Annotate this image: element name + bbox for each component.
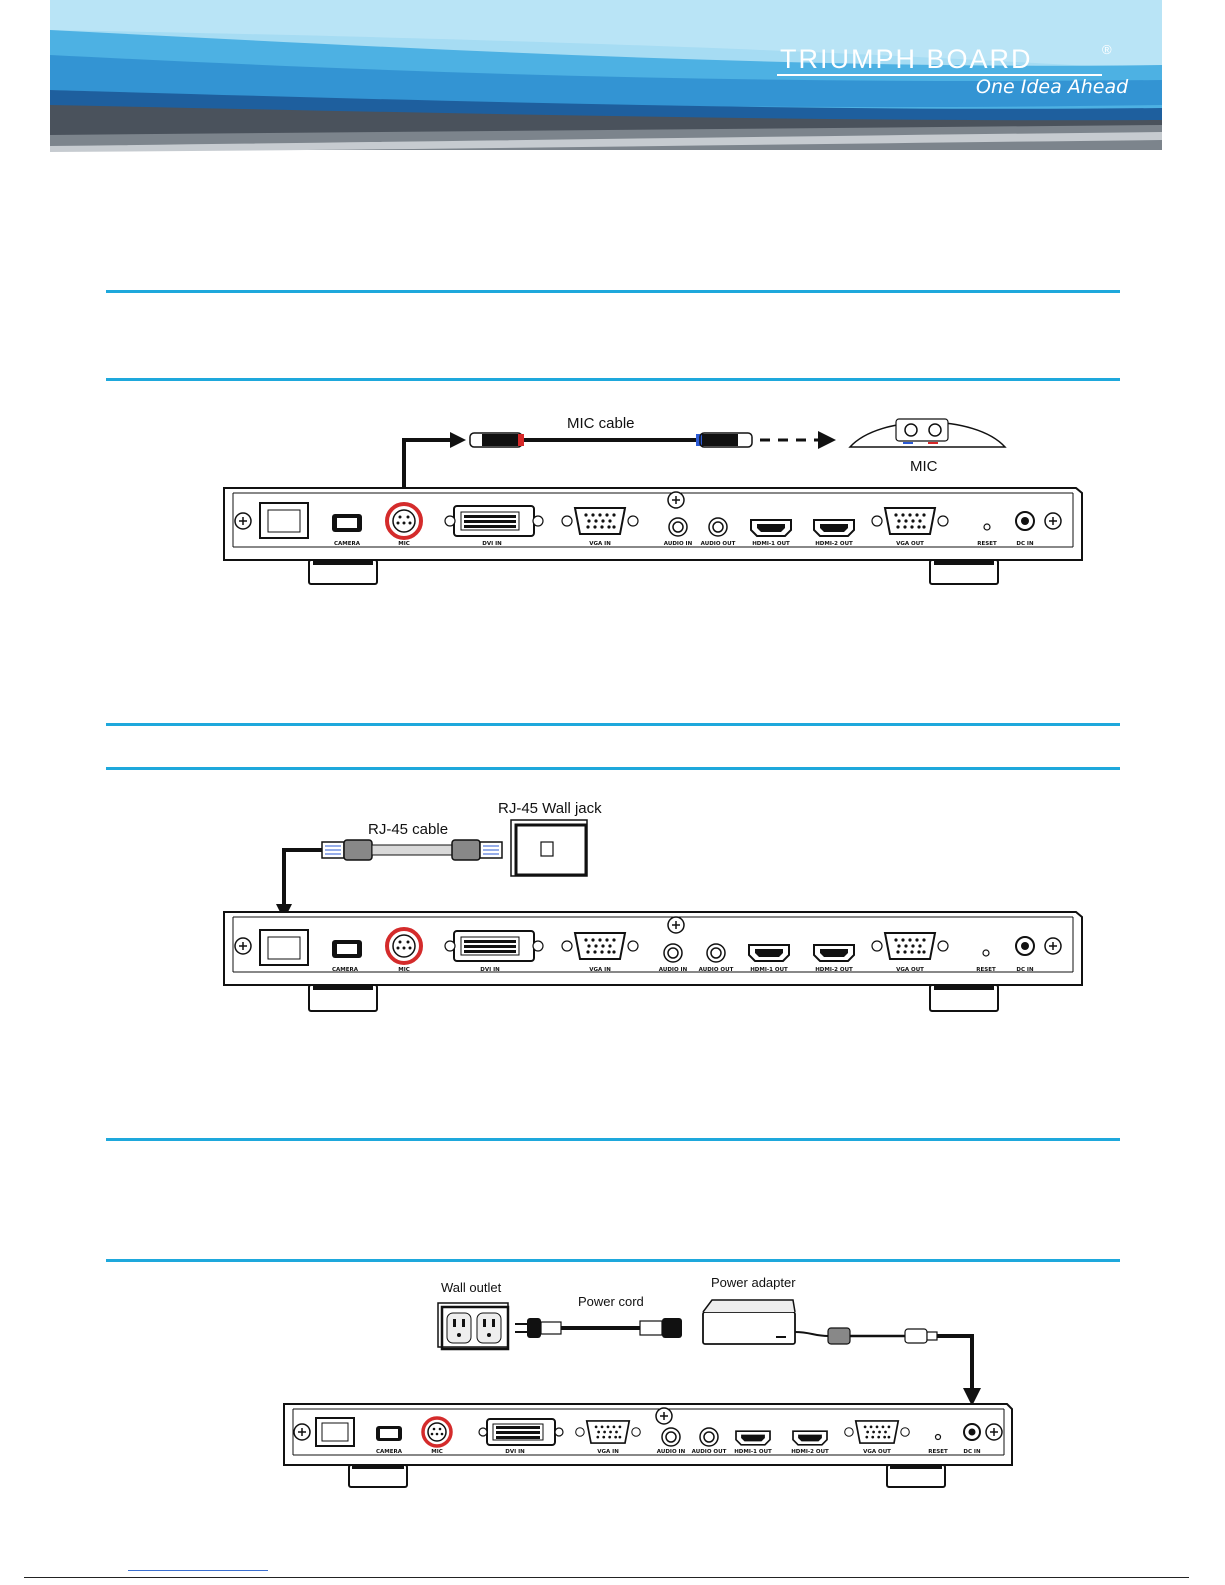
port-label-audio-out: AUDIO OUT [701, 541, 736, 547]
port-label-vga-in: VGA IN [597, 1449, 619, 1455]
mic-cable-label: MIC cable [567, 415, 635, 432]
port-label-dc-in: DC IN [1016, 541, 1034, 547]
port-label-mic: MIC [398, 967, 410, 973]
power-adapter-icon [702, 1299, 796, 1345]
section-rule [106, 290, 1120, 293]
device-rear-panel: CAMERA MIC DVI IN VGA IN AUDIO IN AUDIO … [283, 1403, 1013, 1488]
arrow-icon [402, 432, 466, 500]
port-label-camera: CAMERA [376, 1449, 403, 1455]
section-rule [106, 1138, 1120, 1141]
arrow-icon [276, 848, 330, 920]
wall-outlet-icon [437, 1302, 510, 1351]
brand-underline [777, 74, 1102, 76]
device-rear-panel: CAMERA MIC DVI IN VGA IN AUDIO IN AUDIO … [223, 487, 1083, 585]
port-label-hdmi2-out: HDMI-2 OUT [815, 541, 853, 547]
port-label-dc-in: DC IN [963, 1449, 981, 1455]
power-cord-icon [515, 1318, 682, 1338]
brand-tagline: One Idea Ahead [976, 76, 1129, 98]
port-label-dvi-in: DVI IN [482, 541, 502, 547]
rj45-wall-jack-label: RJ-45 Wall jack [498, 800, 602, 817]
section-rule [106, 767, 1120, 770]
footer-rule [24, 1577, 1189, 1578]
port-label-hdmi1-out: HDMI-1 OUT [750, 967, 788, 973]
port-label-audio-out: AUDIO OUT [692, 1449, 727, 1455]
mic-connection-diagram: CAMERA MIC DVI IN VGA IN AUDIO IN AUDIO … [223, 418, 1083, 585]
network-connection-diagram: CAMERA MIC DVI IN VGA IN AUDIO IN AUDIO … [223, 819, 1083, 1012]
section-rule [106, 723, 1120, 726]
mic-cable-icon [469, 431, 836, 449]
footer-link-underline[interactable] [128, 1570, 268, 1571]
port-label-camera: CAMERA [332, 967, 359, 973]
port-label-reset: RESET [928, 1449, 948, 1455]
rj45-cable-icon [321, 839, 503, 861]
power-adapter-label: Power adapter [711, 1275, 796, 1290]
port-label-audio-in: AUDIO IN [657, 1449, 686, 1455]
mic-device-label: MIC [910, 458, 938, 475]
port-label-dvi-in: DVI IN [480, 967, 500, 973]
port-label-hdmi2-out: HDMI-2 OUT [791, 1449, 829, 1455]
section-rule [106, 378, 1120, 381]
power-cord-label: Power cord [578, 1294, 644, 1309]
port-label-mic: MIC [398, 541, 410, 547]
port-label-vga-out: VGA OUT [896, 541, 924, 547]
port-label-vga-out: VGA OUT [863, 1449, 891, 1455]
port-label-hdmi2-out: HDMI-2 OUT [815, 967, 853, 973]
device-rear-panel: CAMERA MIC DVI IN VGA IN AUDIO IN AUDIO … [223, 911, 1083, 1012]
port-label-reset: RESET [976, 967, 996, 973]
wall-jack-icon [510, 819, 588, 877]
port-label-audio-out: AUDIO OUT [699, 967, 734, 973]
mic-pod-icon [848, 418, 1007, 448]
port-label-camera: CAMERA [334, 541, 361, 547]
dc-cable-icon [794, 1327, 938, 1345]
port-label-reset: RESET [977, 541, 997, 547]
port-label-audio-in: AUDIO IN [659, 967, 688, 973]
brand-registered-mark: ® [1102, 42, 1112, 57]
rj45-cable-label: RJ-45 cable [368, 821, 449, 838]
port-label-vga-in: VGA IN [589, 967, 611, 973]
power-connection-diagram: CAMERA MIC DVI IN VGA IN AUDIO IN AUDIO … [283, 1299, 1013, 1488]
section-rule [106, 1259, 1120, 1262]
port-label-dvi-in: DVI IN [505, 1449, 525, 1455]
port-label-audio-in: AUDIO IN [664, 541, 693, 547]
port-label-hdmi1-out: HDMI-1 OUT [734, 1449, 772, 1455]
wall-outlet-label: Wall outlet [441, 1280, 502, 1295]
port-label-dc-in: DC IN [1016, 967, 1034, 973]
port-label-vga-out: VGA OUT [896, 967, 924, 973]
port-label-hdmi1-out: HDMI-1 OUT [752, 541, 790, 547]
port-label-mic: MIC [431, 1449, 443, 1455]
port-label-vga-in: VGA IN [589, 541, 611, 547]
brand-name: TRIUMPH BOARD [780, 44, 1033, 74]
arrow-icon [937, 1334, 981, 1406]
